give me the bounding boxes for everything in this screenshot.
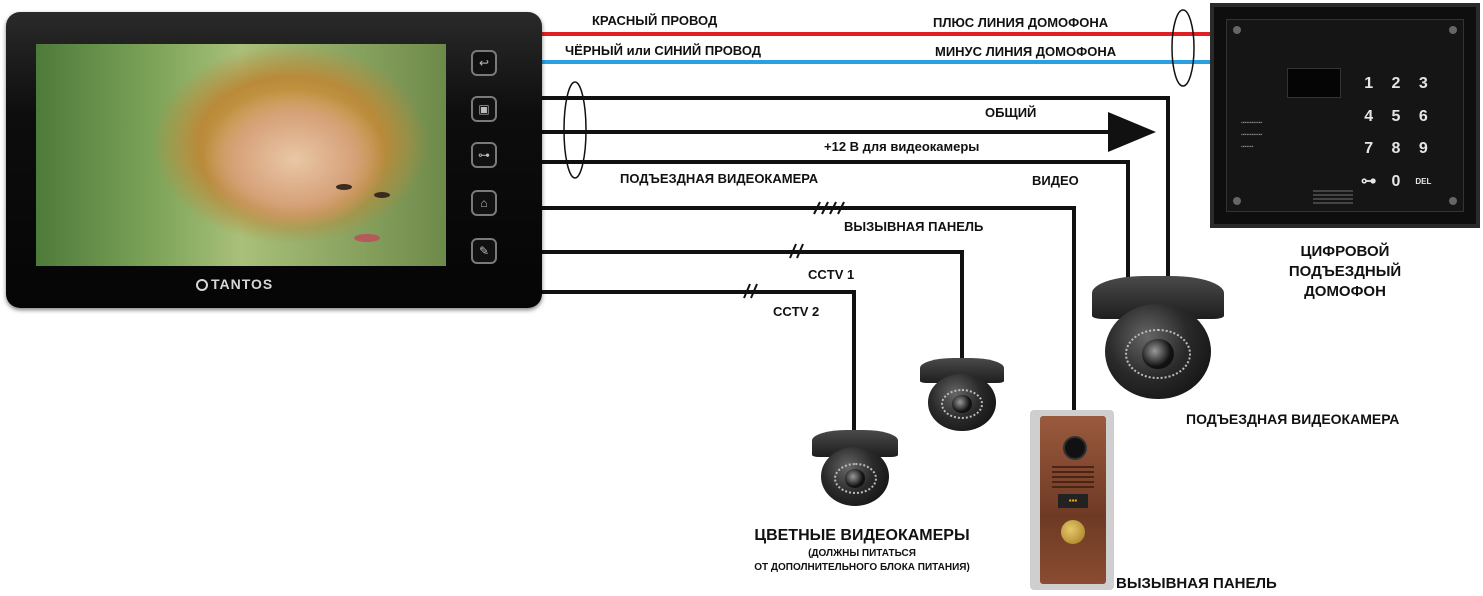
- bundle-ellipse-left: [563, 81, 587, 179]
- cctv1-camera: [920, 358, 1004, 432]
- cctv1-wire: [542, 250, 964, 362]
- key-9[interactable]: 9: [1418, 140, 1428, 157]
- color-cameras-caption-note2: ОТ ДОПОЛНИТЕЛЬНОГО БЛОКА ПИТАНИЯ): [754, 562, 970, 573]
- call-panel-caption: ВЫЗЫВНАЯ ПАНЕЛЬ: [1116, 575, 1277, 592]
- call-panel-wire: [542, 206, 1076, 412]
- brand-logo: TANTOS: [196, 276, 273, 292]
- call-panel: ▪▪▪: [1030, 410, 1114, 590]
- brand-icon: [196, 279, 208, 291]
- brand-text: TANTOS: [211, 276, 274, 292]
- monitor-camera-button[interactable]: ▣: [471, 96, 497, 122]
- video-monitor: ↩ ▣ ⊶ ⌂ ✎ TANTOS: [6, 12, 542, 308]
- key-5[interactable]: 5: [1391, 107, 1401, 125]
- intercom-display: [1287, 68, 1341, 98]
- call-button[interactable]: [1061, 520, 1085, 544]
- key-4[interactable]: 4: [1364, 107, 1374, 125]
- monitor-handset-button[interactable]: ✎: [471, 238, 497, 264]
- call-panel-face: ▪▪▪: [1040, 416, 1106, 584]
- monitor-key-button[interactable]: ⊶: [471, 142, 497, 168]
- key-1[interactable]: 1: [1364, 75, 1374, 92]
- label-cctv2: CCTV 2: [773, 304, 820, 319]
- common-wire: [542, 96, 1170, 282]
- camera-ir-ring: [833, 462, 877, 494]
- label-entrance-camera-wire: ПОДЪЕЗДНАЯ ВИДЕОКАМЕРА: [620, 171, 819, 186]
- label-red-wire: КРАСНЫЙ ПРОВОД: [592, 13, 718, 28]
- key-0[interactable]: 0: [1391, 172, 1401, 190]
- call-panel-camera-icon: [1063, 436, 1087, 460]
- label-cctv1: CCTV 1: [808, 267, 855, 282]
- monitor-home-button[interactable]: ⌂: [471, 190, 497, 216]
- entrance-camera-caption: ПОДЪЕЗДНАЯ ВИДЕОКАМЕРА: [1186, 411, 1400, 427]
- entrance-camera: [1092, 276, 1224, 402]
- label-call-panel-wire: ВЫЗЫВНАЯ ПАНЕЛЬ: [844, 219, 984, 234]
- key-icon[interactable]: ⊶: [1360, 172, 1377, 190]
- key-2[interactable]: 2: [1391, 75, 1401, 92]
- color-cameras-caption-title: ЦВЕТНЫЕ ВИДЕОКАМЕРЫ: [754, 527, 970, 544]
- intercom-caption-2: ПОДЪЕЗДНЫЙ: [1288, 263, 1402, 280]
- screw-icon: [1449, 26, 1457, 34]
- intercom-hint-line: ▪▪▪▪▪▪▪▪▪▪▪▪: [1241, 120, 1263, 126]
- digital-intercom-panel: ▪▪▪▪▪▪▪▪▪▪▪▪ ▪▪▪▪▪▪▪▪▪▪▪▪ ▪▪▪▪▪▪▪ 1 2 3 …: [1210, 3, 1480, 228]
- intercom-caption-1: ЦИФРОВОЙ: [1300, 243, 1390, 260]
- label-video: ВИДЕО: [1032, 173, 1079, 188]
- speaker-grille: [1313, 190, 1353, 204]
- key-7[interactable]: 7: [1364, 140, 1374, 157]
- intercom-caption-3: ДОМОФОН: [1304, 283, 1386, 300]
- tick-marks-cctv2: [743, 283, 758, 299]
- label-plus-line: ПЛЮС ЛИНИЯ ДОМОФОНА: [933, 15, 1109, 30]
- screw-icon: [1449, 197, 1457, 205]
- tick-marks-call-panel: [813, 201, 845, 215]
- call-panel-display: ▪▪▪: [1058, 494, 1088, 508]
- key-del[interactable]: DEL: [1415, 176, 1432, 186]
- key-3[interactable]: 3: [1418, 75, 1428, 92]
- intercom-hint-line: ▪▪▪▪▪▪▪: [1241, 144, 1254, 150]
- screen-image-detail: [374, 192, 390, 198]
- screw-icon: [1233, 197, 1241, 205]
- key-6[interactable]: 6: [1418, 107, 1428, 125]
- label-minus-line: МИНУС ЛИНИЯ ДОМОФОНА: [935, 44, 1117, 59]
- label-common: ОБЩИЙ: [985, 105, 1037, 120]
- video-wire: [542, 160, 1130, 282]
- intercom-keypad: 1 2 3 4 5 6 7 8 9 ⊶ 0 DEL: [1355, 68, 1437, 198]
- screw-icon: [1233, 26, 1241, 34]
- camera-lens-icon: [1142, 339, 1174, 370]
- camera-lens-icon: [844, 469, 866, 488]
- intercom-faceplate: ▪▪▪▪▪▪▪▪▪▪▪▪ ▪▪▪▪▪▪▪▪▪▪▪▪ ▪▪▪▪▪▪▪ 1 2 3 …: [1226, 19, 1464, 212]
- camera-ir-ring: [1125, 328, 1191, 380]
- tick-marks-cctv1: [789, 243, 804, 259]
- key-8[interactable]: 8: [1391, 140, 1401, 157]
- call-panel-speaker-grille: [1052, 466, 1094, 490]
- label-12v: +12 В для видеокамеры: [824, 139, 980, 154]
- camera-ir-ring: [941, 389, 983, 419]
- cctv2-wire: [542, 290, 856, 432]
- cctv2-camera: [812, 430, 898, 508]
- label-black-blue-wire: ЧЁРНЫЙ или СИНИЙ ПРОВОД: [565, 43, 762, 58]
- color-cameras-caption-note1: (ДОЛЖНЫ ПИТАТЬСЯ: [808, 548, 916, 559]
- screen-image-detail: [336, 184, 352, 190]
- bundle-ellipse-right: [1171, 9, 1195, 87]
- camera-lens-icon: [951, 395, 973, 413]
- monitor-screen: [36, 44, 446, 266]
- monitor-back-button[interactable]: ↩: [471, 50, 497, 76]
- intercom-hint-line: ▪▪▪▪▪▪▪▪▪▪▪▪: [1241, 132, 1263, 138]
- screen-image-detail: [354, 234, 380, 242]
